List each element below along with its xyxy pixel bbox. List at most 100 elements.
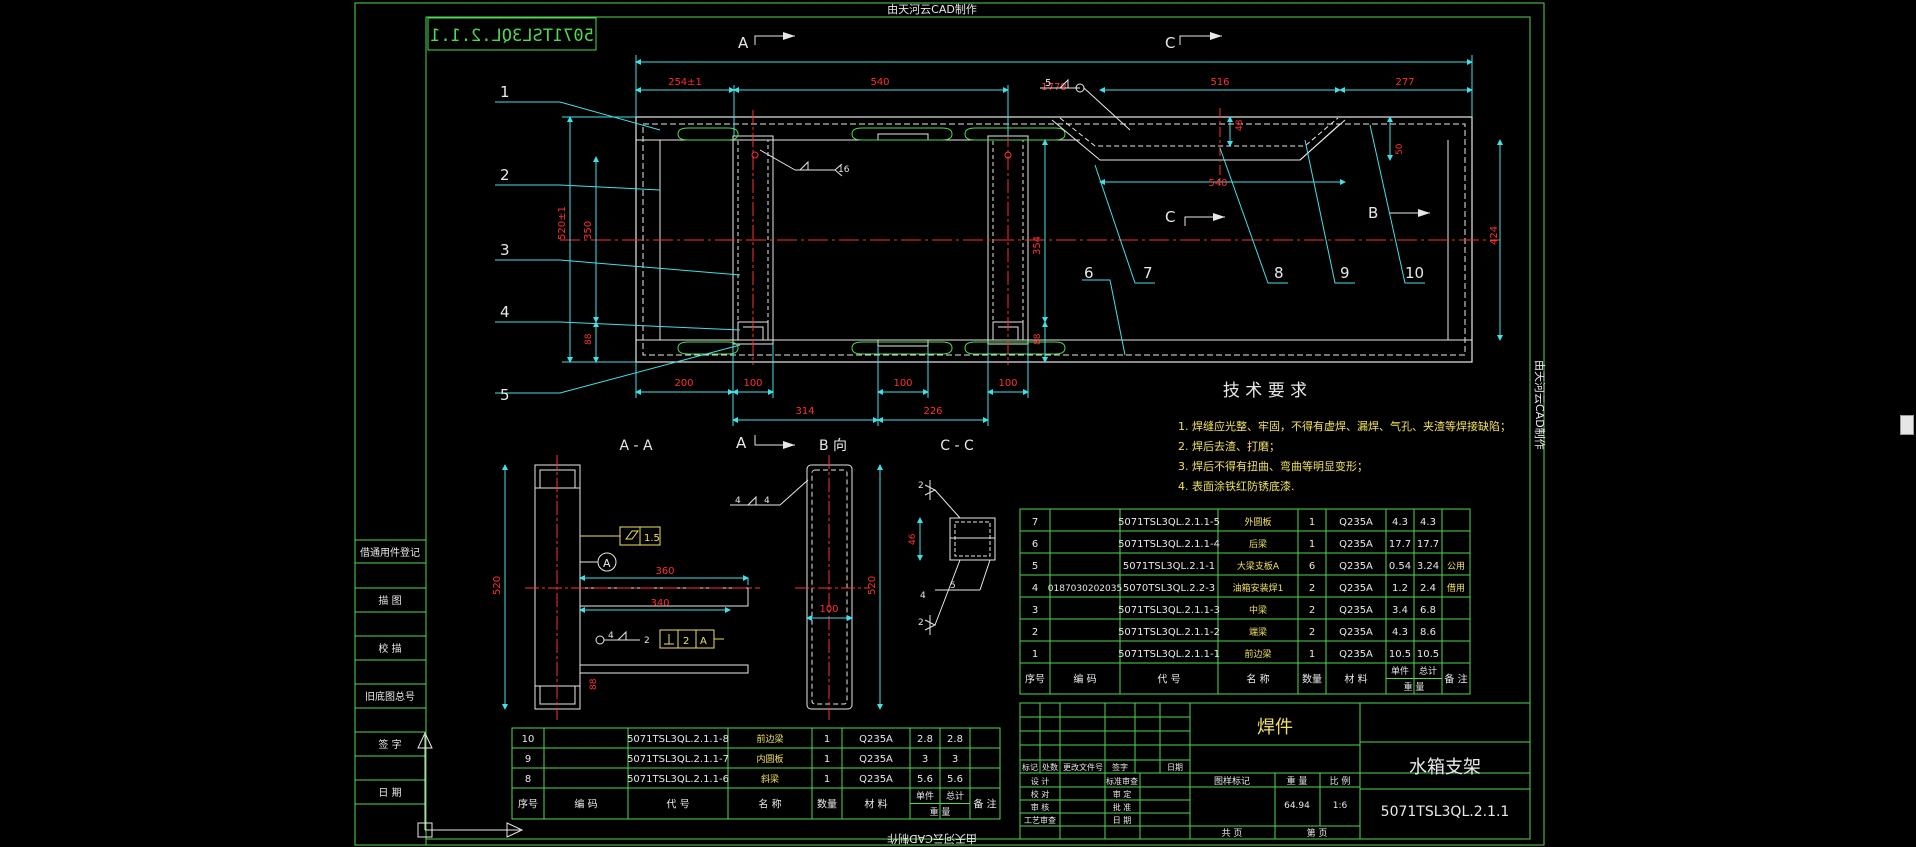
bom-right-cell-no: 3 — [1032, 605, 1038, 616]
view-aa-title: A - A — [619, 438, 653, 454]
b-dim-520: 520 — [867, 576, 878, 595]
dim-350: 350 — [583, 221, 594, 240]
role-l-1: 设 计 — [1031, 776, 1050, 786]
cc-weld-2b: 2 — [918, 618, 924, 628]
bom-right-cell-w1: 0.54 — [1389, 561, 1411, 572]
sheet-outer-frame — [354, 2, 1545, 846]
bom-right-cell-w2: 4.3 — [1420, 517, 1436, 528]
bom-left-cell-w2: 2.8 — [947, 734, 963, 745]
watermark-bottom: 由天河云CAD制作 — [887, 832, 977, 846]
bom-right-cell-w2: 10.5 — [1417, 649, 1439, 660]
cc-dim-46: 46 — [908, 533, 918, 545]
dim-48: 48 — [1235, 119, 1245, 131]
stamp-box — [427, 17, 597, 51]
bom-right-cell-no: 1 — [1032, 649, 1038, 660]
strip-4: 旧底图总号 — [365, 690, 415, 703]
balloon-5: 5 — [500, 386, 510, 404]
dim-424: 424 — [1489, 226, 1500, 245]
section-marker-c-mid: C — [1165, 208, 1225, 226]
vertical-scrollbar[interactable] — [1898, 0, 1916, 847]
dim-354: 354 — [1032, 236, 1043, 255]
dim-100c: 100 — [998, 378, 1017, 389]
bom-right-head-part: 代 号 — [1157, 674, 1180, 686]
bom-left-cell-mat: Q235A — [859, 774, 893, 785]
bom-left-cell-name: 内圆板 — [756, 753, 783, 765]
bom-right-cell-name: 外圆板 — [1244, 516, 1271, 528]
cc-weld-4: 4 — [920, 591, 926, 601]
rev-h-3: 更改文件号 — [1063, 762, 1103, 772]
bom-right-cell-mat: Q235A — [1339, 517, 1373, 528]
role-r-4: 日 期 — [1113, 816, 1132, 825]
bom-left-cell-mat: Q235A — [859, 734, 893, 745]
bom-right-cell-no: 5 — [1032, 561, 1038, 572]
bom-right-head-qty: 数量 — [1302, 673, 1322, 686]
bom-left-head-mat: 材 料 — [864, 798, 887, 811]
bom-left-cell-qty: 1 — [824, 774, 830, 785]
bom-left-cell-part: 5071TSL3QL.2.1.1-7 — [627, 754, 729, 765]
main-view — [560, 108, 1500, 365]
dim-516: 516 — [1210, 77, 1229, 88]
role-r-3: 批 准 — [1113, 802, 1132, 812]
stage-label: 图样标记 — [1214, 775, 1250, 787]
bom-right-cell-w1: 1.2 — [1392, 583, 1408, 594]
dim-314: 314 — [795, 406, 814, 417]
bom-left-head-qty: 数量 — [817, 798, 837, 811]
strip-1: 借通用件登记 — [360, 546, 420, 559]
cc-weld-2a: 2 — [918, 481, 924, 491]
section-a-bottom-label: A — [736, 434, 747, 452]
dim-200: 200 — [674, 378, 693, 389]
bom-right-cell-qty: 2 — [1309, 627, 1315, 638]
dim-540a: 540 — [870, 77, 889, 88]
dim-226: 226 — [923, 406, 942, 417]
weld-aa-n: 2 — [644, 636, 650, 646]
bom-left-cell-name: 前边梁 — [756, 733, 783, 745]
aa-dim-520: 520 — [492, 576, 503, 595]
rev-h-4: 签字 — [1112, 762, 1128, 772]
bom-right-cell-no: 7 — [1032, 517, 1038, 528]
b-dim-100: 100 — [819, 604, 838, 615]
view-b-title: B 向 — [819, 438, 847, 454]
bom-right-cell-no: 2 — [1032, 627, 1038, 638]
bom-right-cell-name: 中梁 — [1249, 604, 1267, 616]
bom-right-cell-code: 0187030202035 — [1048, 584, 1122, 594]
balloon-3: 3 — [500, 241, 510, 259]
aa-dim-360: 360 — [655, 566, 674, 577]
bom-right-cell-mat: Q235A — [1339, 539, 1373, 550]
bom-right-cell-w1: 10.5 — [1389, 649, 1411, 660]
bom-left-frame — [511, 727, 1001, 820]
bom-left-cell-qty: 1 — [824, 734, 830, 745]
bom-right-cell-mat: Q235A — [1339, 627, 1373, 638]
strip-3: 校 描 — [378, 642, 401, 655]
bom-left-cell-part: 5071TSL3QL.2.1.1-8 — [627, 734, 729, 745]
title-block — [1019, 702, 1531, 840]
bom-left-head-no: 序号 — [518, 798, 538, 811]
strip-5: 签 字 — [378, 738, 401, 751]
bom-right-grid — [1019, 508, 1471, 695]
weld-b-size2: 4 — [764, 496, 770, 506]
rev-h-5: 日期 — [1167, 763, 1183, 772]
watermark-side: 由天河云CAD制作 — [1533, 360, 1547, 450]
view-cc-title: C - C — [940, 438, 974, 454]
bom-right-cell-name: 大梁支板A — [1237, 560, 1280, 572]
sheets-total: 共 页 — [1222, 828, 1243, 839]
perp-frame — [659, 629, 724, 649]
bom-right-cell-w1: 4.3 — [1392, 627, 1408, 638]
bom-right-cell-w2: 8.6 — [1420, 627, 1436, 638]
section-a-label: A — [738, 34, 749, 52]
flatness-val: 1.5 — [644, 533, 660, 544]
section-marker-a-bottom: A — [736, 434, 795, 452]
dim-100a: 100 — [743, 378, 762, 389]
tech-req-2: 2. 焊后去渣、打磨； — [1178, 439, 1280, 453]
scrollbar-thumb[interactable] — [1900, 415, 1914, 435]
bom-right-cell-note: 公用 — [1447, 561, 1465, 572]
balloon-1: 1 — [500, 83, 510, 101]
weld-aa-size: 4 — [608, 631, 614, 641]
role-l-4: 工艺审查 — [1024, 815, 1056, 825]
flatness-frame — [580, 526, 661, 546]
bom-right-cell-mat: Q235A — [1339, 561, 1373, 572]
balloon-7: 7 — [1143, 264, 1153, 282]
view-cc — [924, 480, 996, 635]
